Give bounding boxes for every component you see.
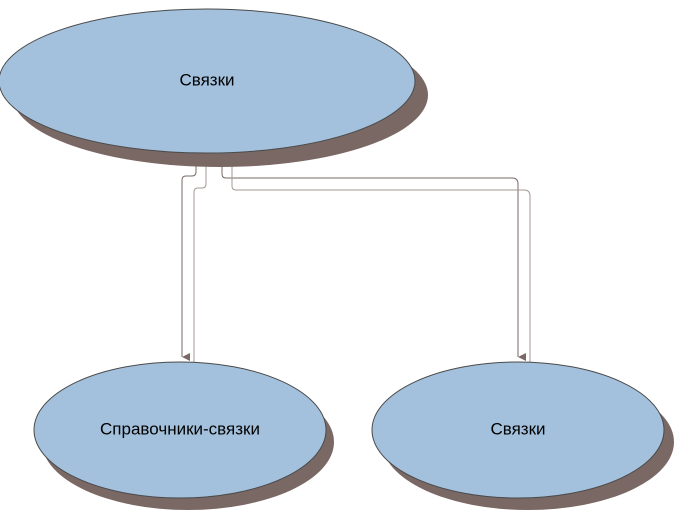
node-root[interactable]: Связки [0, 8, 428, 167]
connector-line [231, 160, 538, 372]
node-label: Справочники-связки [100, 419, 260, 438]
node-ellipse [0, 8, 416, 154]
connector-line [221, 160, 526, 361]
node-label: Связки [490, 419, 545, 438]
node-ellipse [371, 361, 665, 499]
node-right[interactable]: Связки [371, 361, 674, 510]
node-left[interactable]: Справочники-связки [33, 361, 334, 510]
connector-line [181, 160, 197, 361]
node-label: Связки [179, 70, 234, 89]
node-ellipse [33, 361, 327, 499]
edge-root-to-left [181, 160, 207, 372]
edge-root-to-right [221, 160, 538, 372]
connector-line [193, 160, 207, 372]
